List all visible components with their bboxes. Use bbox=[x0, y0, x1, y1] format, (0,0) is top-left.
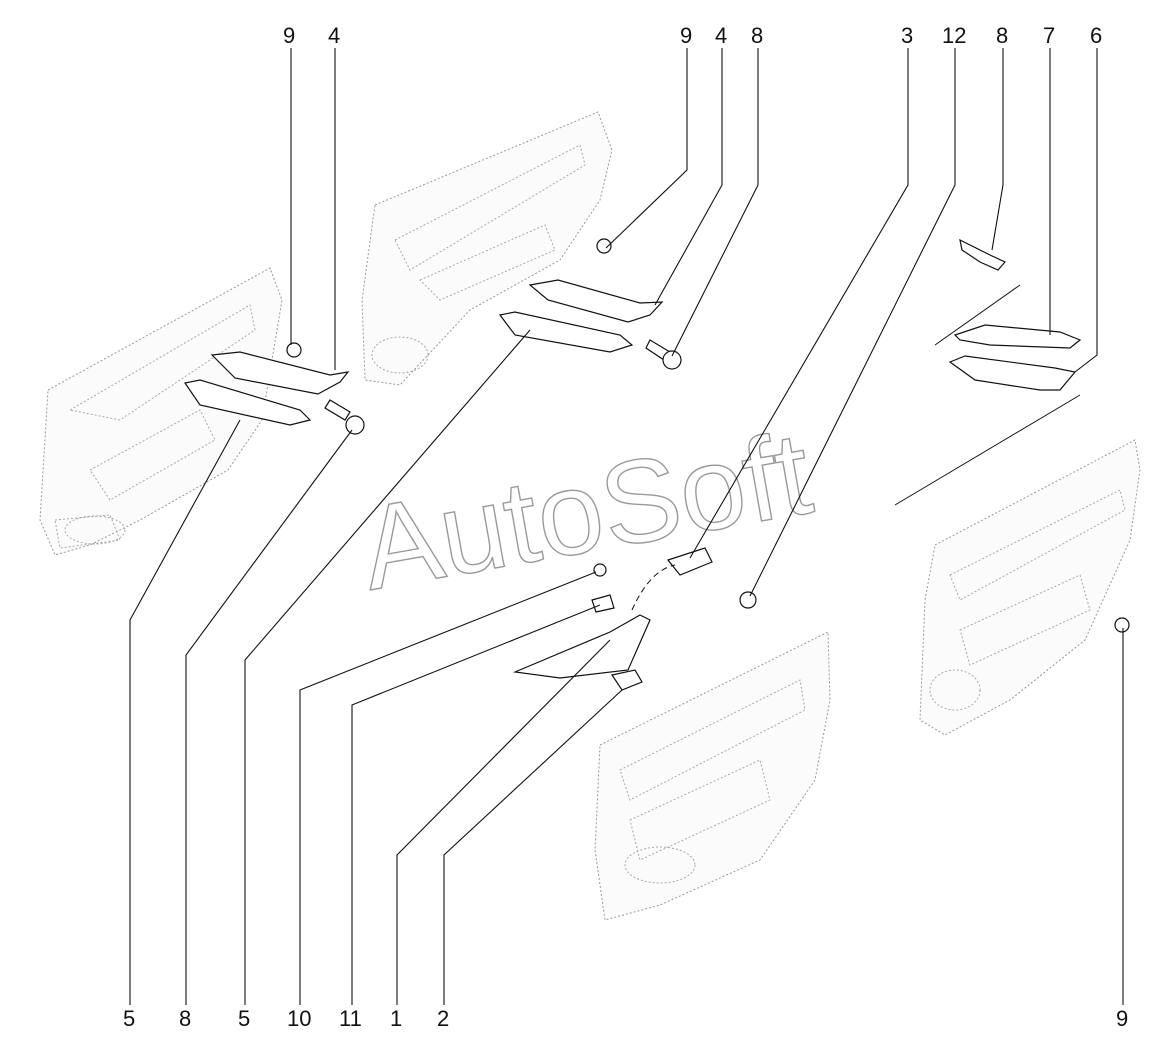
callout-bottom-8: 9 bbox=[1116, 1006, 1128, 1031]
callout-bottom-7: 2 bbox=[437, 1006, 449, 1031]
callout-bottom-5: 11 bbox=[339, 1006, 362, 1031]
callout-top-7: 12 bbox=[942, 23, 966, 48]
armrest-assembly-left bbox=[183, 342, 365, 435]
screw-right bbox=[1114, 617, 1130, 633]
callout-bottom-1: 5 bbox=[123, 1006, 135, 1031]
switch-assembly bbox=[512, 547, 757, 691]
callout-top-5: 8 bbox=[751, 23, 763, 48]
door-panel-right bbox=[919, 439, 1141, 736]
callout-top-1: 9 bbox=[283, 23, 295, 48]
callout-top-10: 6 bbox=[1090, 23, 1102, 48]
callout-top-2: 4 bbox=[328, 23, 340, 48]
callout-top-6: 3 bbox=[901, 23, 913, 48]
armrest-assembly-center bbox=[498, 238, 682, 370]
callout-bottom-2: 8 bbox=[179, 1006, 191, 1031]
callout-top-8: 8 bbox=[996, 23, 1008, 48]
callout-top-9: 7 bbox=[1043, 23, 1055, 48]
callout-top-3: 9 bbox=[680, 23, 692, 48]
door-panel-center bbox=[361, 111, 613, 386]
handle-assembly-right bbox=[894, 238, 1082, 506]
callout-bottom-6: 1 bbox=[390, 1006, 402, 1031]
callout-bottom-3: 5 bbox=[238, 1006, 250, 1031]
callout-bottom-4: 10 bbox=[287, 1006, 311, 1031]
callouts-top: 9 4 9 4 8 3 12 8 7 6 bbox=[283, 23, 1102, 48]
callouts-bottom: 5 8 5 10 11 1 2 9 bbox=[123, 1006, 1128, 1031]
door-panel-front bbox=[594, 631, 831, 921]
leader-lines bbox=[129, 48, 1124, 1005]
callout-top-4: 4 bbox=[715, 23, 727, 48]
watermark: AutoSoft bbox=[352, 407, 821, 616]
door-panel-left bbox=[39, 267, 283, 556]
